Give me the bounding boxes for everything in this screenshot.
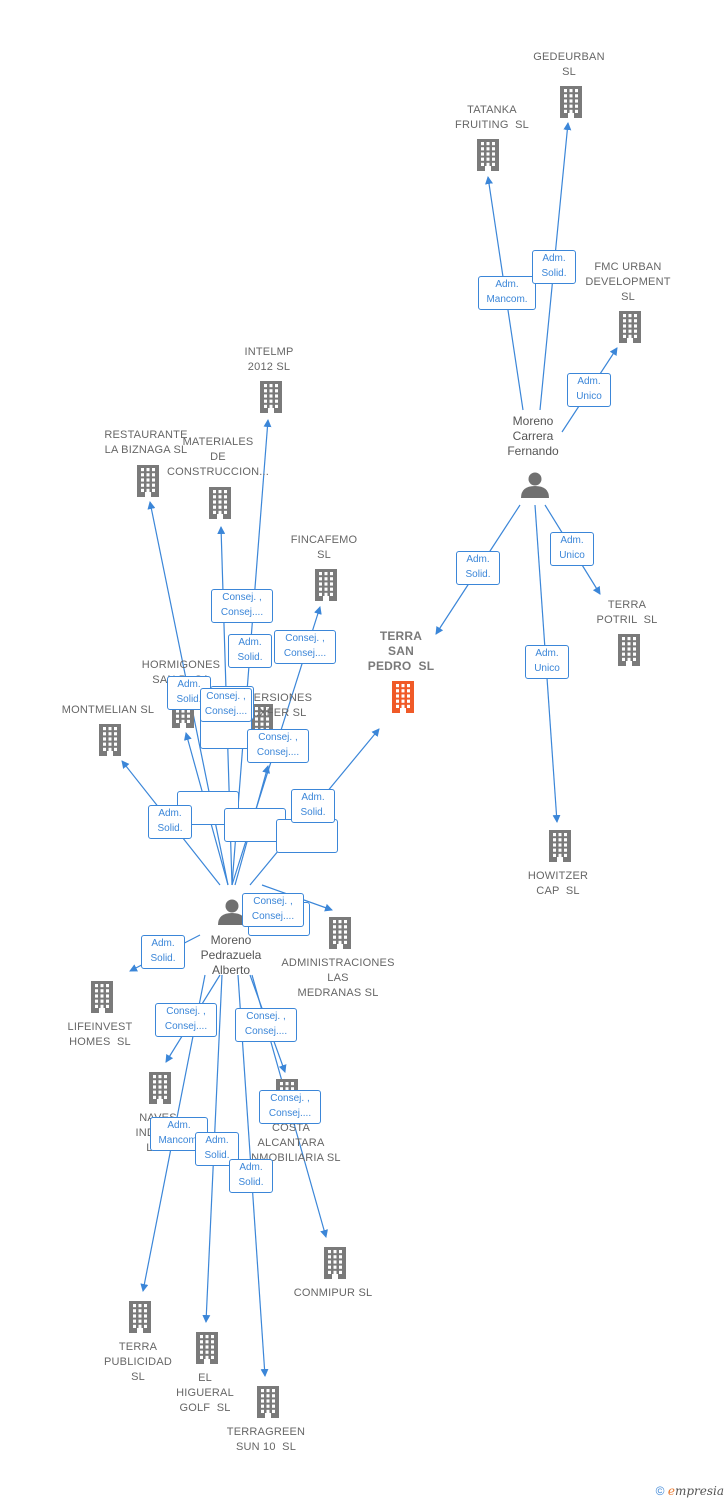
- building-icon-lifeinvest[interactable]: [91, 981, 113, 1013]
- edge-label-moreno_carrera-terra_potril[interactable]: Adm. Unico: [550, 532, 594, 566]
- building-icon-terra_san_pedro[interactable]: [392, 681, 414, 713]
- building-icon-intelmp[interactable]: [260, 381, 282, 413]
- company-label-terragreen[interactable]: TERRAGREEN SUN 10 SL: [226, 1426, 306, 1453]
- building-icon-terra_potril[interactable]: [618, 634, 640, 666]
- company-label-restaurante[interactable]: RESTAURANTE LA BIZNAGA SL: [104, 429, 188, 456]
- nodes-layer: [91, 86, 641, 1418]
- person-icon-moreno_carrera[interactable]: [521, 472, 549, 499]
- edge-label-moreno_carrera-tatanka[interactable]: Adm. Mancom.: [478, 276, 536, 310]
- company-label-lifeinvest[interactable]: LIFEINVEST HOMES SL: [67, 1021, 133, 1048]
- edges-layer: [121, 122, 618, 1377]
- building-icon-montmelian[interactable]: [99, 724, 121, 756]
- building-icon-conmipur[interactable]: [324, 1247, 346, 1279]
- building-icon-terra_publicidad[interactable]: [129, 1301, 151, 1333]
- footer-brand[interactable]: © empresia: [656, 1484, 724, 1498]
- company-label-terra_potril[interactable]: TERRA POTRIL SL: [596, 599, 658, 626]
- person-icon-moreno_pedrazuela[interactable]: [218, 899, 246, 926]
- edge-label-moreno_carrera-gedeurban[interactable]: Adm. Solid.: [532, 250, 576, 284]
- edge-label-moreno_carrera-fmc[interactable]: Adm. Unico: [567, 373, 611, 407]
- building-icon-naves[interactable]: [149, 1072, 171, 1104]
- edge-label-overlap-2: [224, 808, 286, 842]
- building-icon-fmc[interactable]: [619, 311, 641, 343]
- building-icon-administraciones[interactable]: [329, 917, 351, 949]
- edge-label-moreno_carrera-howitzer[interactable]: Adm. Unico: [525, 645, 569, 679]
- edge-label-moreno_pedrazuela-lifeinvest[interactable]: Adm. Solid.: [141, 935, 185, 969]
- person-label-moreno_pedrazuela[interactable]: Moreno Pedrazuela Alberto: [200, 933, 262, 977]
- company-label-montmelian[interactable]: MONTMELIAN SL: [61, 704, 155, 716]
- building-icon-fincafemo[interactable]: [315, 569, 337, 601]
- edge-label-moreno_carrera-terra_san_pedro[interactable]: Adm. Solid.: [456, 551, 500, 585]
- company-label-gedeurban[interactable]: GEDEURBAN SL: [533, 51, 605, 78]
- edge-label-moreno_pedrazuela-conmipur[interactable]: Consej. , Consej....: [259, 1090, 321, 1124]
- building-icon-el_higueral[interactable]: [196, 1332, 218, 1364]
- company-label-terra_san_pedro[interactable]: TERRA SAN PEDRO SL: [367, 629, 435, 673]
- building-icon-gedeurban[interactable]: [560, 86, 582, 118]
- company-label-howitzer[interactable]: HOWITZER CAP SL: [527, 870, 589, 897]
- company-label-fmc[interactable]: FMC URBAN DEVELOPMENT SL: [585, 261, 671, 303]
- company-label-intelmp[interactable]: INTELMP 2012 SL: [244, 346, 294, 373]
- edge-label-moreno_pedrazuela-naves[interactable]: Consej. , Consej....: [155, 1003, 217, 1037]
- company-label-terra_publicidad[interactable]: TERRA PUBLICIDAD SL: [103, 1341, 173, 1383]
- building-icon-howitzer[interactable]: [549, 830, 571, 862]
- building-icon-terragreen[interactable]: [257, 1386, 279, 1418]
- edge-label-moreno_pedrazuela-fincafemo[interactable]: Consej. , Consej....: [274, 630, 336, 664]
- company-label-administraciones[interactable]: ADMINISTRACIONES LAS MEDRANAS SL: [281, 957, 395, 999]
- company-label-tatanka[interactable]: TATANKA FRUITING SL: [455, 104, 529, 131]
- edge-label-moreno_pedrazuela-hormigones[interactable]: Consej. , Consej....: [200, 688, 252, 722]
- company-label-conmipur[interactable]: CONMIPUR SL: [293, 1287, 373, 1299]
- edge-label-moreno_pedrazuela-administraciones[interactable]: Consej. , Consej....: [242, 893, 304, 927]
- building-icon-restaurante[interactable]: [137, 465, 159, 497]
- building-icon-tatanka[interactable]: [477, 139, 499, 171]
- edge-label-moreno_pedrazuela-terragreen[interactable]: Adm. Solid.: [229, 1159, 273, 1193]
- edge-label-moreno_pedrazuela-intelmp[interactable]: Consej. , Consej....: [211, 589, 273, 623]
- company-label-fincafemo[interactable]: FINCAFEMO SL: [290, 534, 358, 561]
- edge-label-moreno_pedrazuela-materiales[interactable]: Adm. Solid.: [228, 634, 272, 668]
- company-label-el_higueral[interactable]: EL HIGUERAL GOLF SL: [176, 1372, 234, 1414]
- edge-label-moreno_pedrazuela-costa[interactable]: Consej. , Consej....: [235, 1008, 297, 1042]
- building-icon-materiales[interactable]: [209, 487, 231, 519]
- edge-label-moreno_pedrazuela-terra_san_pedro[interactable]: Adm. Solid.: [291, 789, 335, 823]
- edge-label-moreno_pedrazuela-inversiones[interactable]: Consej. , Consej....: [247, 729, 309, 763]
- copyright-symbol: ©: [655, 1484, 665, 1498]
- brand-logo: empresia: [667, 1484, 724, 1498]
- person-label-moreno_carrera[interactable]: Moreno Carrera Fernando: [507, 414, 559, 458]
- edge-label-moreno_pedrazuela-montmelian[interactable]: Adm. Solid.: [148, 805, 192, 839]
- edge-label-overlap-3: [276, 819, 338, 853]
- company-label-materiales[interactable]: MATERIALES DE CONSTRUCCION...: [167, 436, 269, 478]
- company-label-inversiones[interactable]: ...ERSIONES ...XFER SL: [243, 692, 313, 719]
